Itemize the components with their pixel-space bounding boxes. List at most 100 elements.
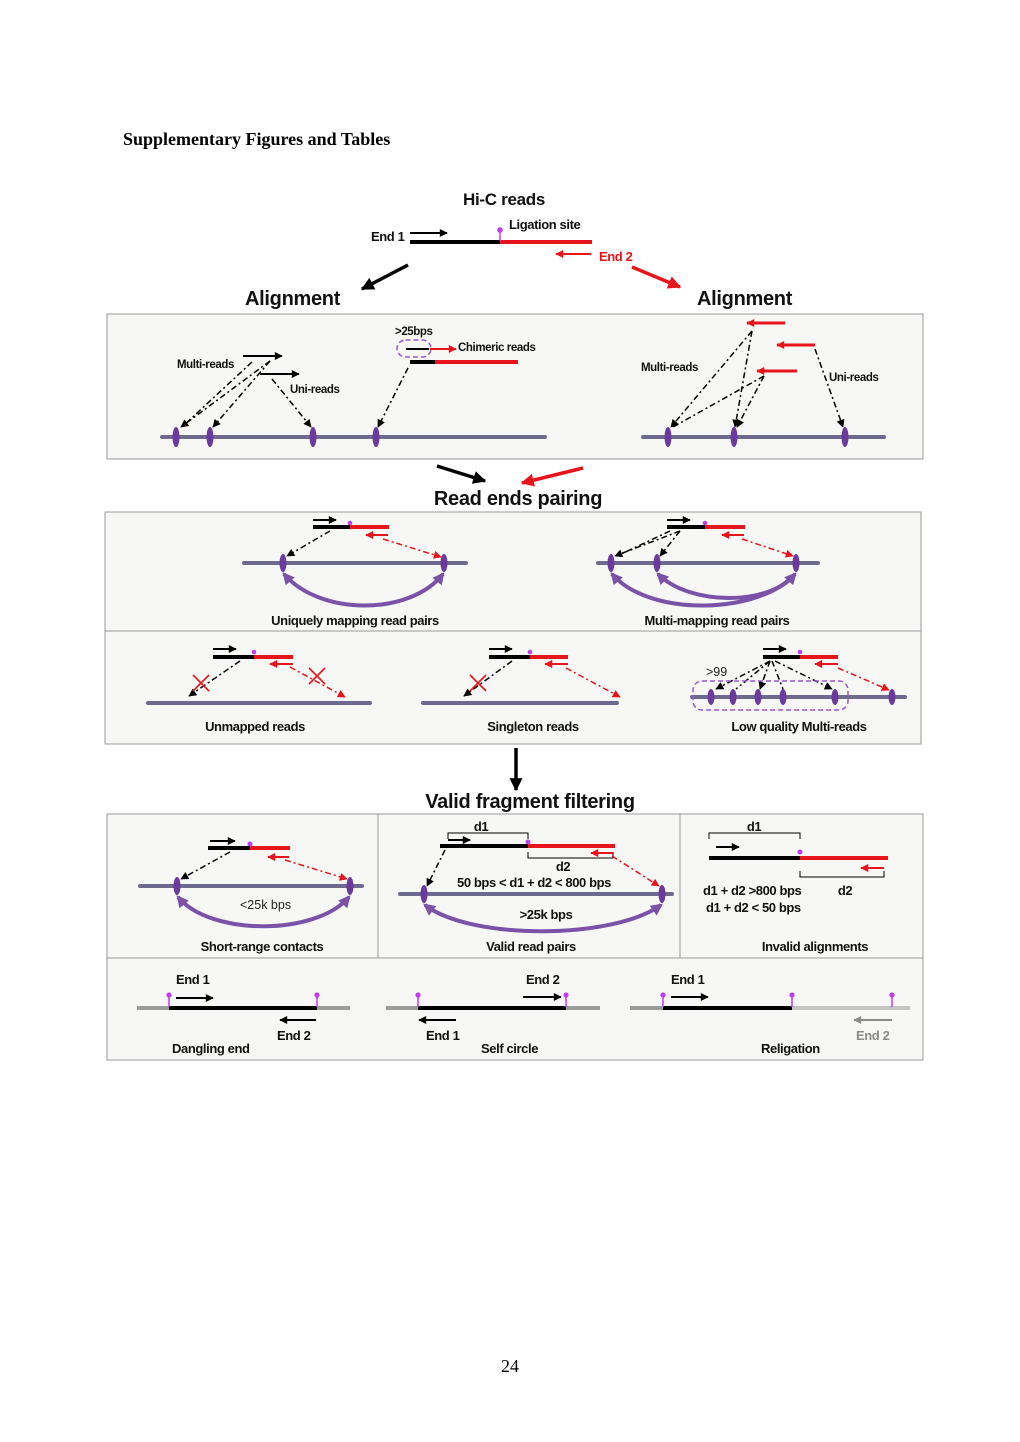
unmapped-cross-icon <box>192 674 210 692</box>
valid-distance-label: >25k bps <box>520 907 573 922</box>
contact-arc <box>423 903 663 934</box>
end1-map-line-3 <box>616 530 671 557</box>
multi-map-line-1 <box>180 360 271 428</box>
ligation-site-marker <box>797 649 803 655</box>
uni-reads-label: Uni-reads <box>829 372 878 384</box>
end2-map-line <box>741 538 794 558</box>
mapping-site <box>707 689 715 705</box>
end2-map-line <box>382 538 442 559</box>
mapping-site <box>420 885 428 903</box>
multi-map-line-4 <box>736 375 765 428</box>
end2-map-line <box>611 855 660 887</box>
ligation-site-marker <box>702 520 708 526</box>
multi-mapping-label: Multi-mapping read pairs <box>645 613 790 628</box>
to-end1-alignment-arrow <box>360 263 409 291</box>
alignment-title-left: Alignment <box>245 288 341 310</box>
short-range-distance-label: <25k bps <box>240 898 291 912</box>
mapping-site <box>173 877 181 895</box>
ligation-site-label: Ligation site <box>509 217 581 232</box>
mapping-site <box>440 554 448 572</box>
mapping-site <box>172 427 180 447</box>
d1-bracket <box>708 832 801 839</box>
mapping-site <box>754 689 762 705</box>
short-range-contacts-label: Short-range contacts <box>201 939 324 954</box>
mapping-site <box>372 427 380 447</box>
multi-reads-label: Multi-reads <box>641 362 698 374</box>
mapping-site <box>279 554 287 572</box>
alignment-title-right: Alignment <box>697 288 793 310</box>
chimeric-threshold-label: >25bps <box>395 326 433 338</box>
end2-alignment: Multi-reads Uni-reads <box>641 319 886 447</box>
end1-to-pairing-arrow <box>436 464 487 484</box>
mapping-site <box>831 689 839 705</box>
filtering-panel: <25k bps Short-range contacts d1 d2 50 b… <box>106 813 924 1061</box>
uni-reads-label: Uni-reads <box>290 384 339 396</box>
end2-to-pairing-arrow <box>520 466 584 487</box>
page-number: 24 <box>501 1356 519 1376</box>
restriction-site-marker <box>889 992 895 998</box>
religation-diagram: End 1 End 2 Religation <box>630 972 910 1056</box>
multi-hit-threshold-label: >99 <box>706 665 727 679</box>
ligation-site-marker <box>251 649 257 655</box>
end2-label: End 2 <box>526 972 560 987</box>
multi-hit-group-outline <box>692 680 849 711</box>
d2-label: d2 <box>556 859 571 874</box>
multi-map-line-3 <box>672 375 765 428</box>
mapping-site <box>664 427 672 447</box>
end2-map-line <box>289 666 346 698</box>
valid-read-pairs-diagram: d1 d2 50 bps < d1 + d2 < 800 bps >25k bp… <box>398 819 674 954</box>
ligation-site-marker <box>797 849 803 855</box>
dangling-end-label: Dangling end <box>172 1041 250 1056</box>
religation-label: Religation <box>761 1041 820 1056</box>
valid-distance-condition: 50 bps < d1 + d2 < 800 bps <box>457 875 611 890</box>
self-circle-label: Self circle <box>481 1041 538 1056</box>
end1-alignment: >25bps Chimeric reads Multi-reads Uni-re… <box>160 326 547 447</box>
restriction-site-marker <box>660 992 666 998</box>
unmapped-reads-label: Unmapped reads <box>205 719 305 734</box>
multi-mapping-diagram: Multi-mapping read pairs <box>596 516 820 628</box>
d1-label: d1 <box>474 819 489 834</box>
ligation-site-marker <box>247 841 253 847</box>
end1-map-line <box>463 660 513 697</box>
end1-map-line <box>286 530 331 557</box>
end1-map-line <box>426 849 446 887</box>
unmapped-cross-icon <box>469 674 487 692</box>
uniquely-mapping-diagram: Uniquely mapping read pairs <box>242 516 468 628</box>
low-quality-multi-reads-diagram: >99 Low quality Multi-reads <box>690 645 907 734</box>
multi-map-line-2 <box>212 360 271 428</box>
hic-reads-title: Hi-C reads <box>463 190 545 209</box>
uniquely-mapping-label: Uniquely mapping read pairs <box>271 613 439 628</box>
unmapped-reads-diagram: Unmapped reads <box>146 645 372 734</box>
ligation-site-marker <box>525 839 531 845</box>
chimeric-map-line <box>377 367 409 428</box>
read-ends-pairing-title: Read ends pairing <box>434 488 602 510</box>
unmapped-cross-icon <box>308 667 326 685</box>
ligation-site-marker <box>497 227 503 233</box>
self-circle-diagram: End 2 End 1 Self circle <box>386 972 600 1056</box>
invalid-alignments-label: Invalid alignments <box>762 939 868 954</box>
dangling-end-diagram: End 1 End 2 Dangling end <box>137 972 350 1056</box>
invalid-condition-low: d1 + d2 < 50 bps <box>706 900 801 915</box>
mapping-site <box>309 427 317 447</box>
end1-map-line-2 <box>659 530 681 557</box>
multi-map-line-2 <box>732 330 753 428</box>
pairing-box <box>104 511 922 745</box>
end1-map-line <box>771 660 784 690</box>
filtering-box <box>106 813 924 1061</box>
uni-map-line <box>271 378 312 428</box>
end1-map-line <box>758 660 771 690</box>
d2-bracket <box>527 852 614 859</box>
to-end2-alignment-arrow <box>631 265 682 289</box>
multi-reads-label: Multi-reads <box>177 359 234 371</box>
end1-map-line-1 <box>614 530 681 558</box>
valid-read-pairs-label: Valid read pairs <box>486 939 576 954</box>
mapping-site <box>730 427 738 447</box>
mapping-site <box>888 689 896 705</box>
restriction-site-marker <box>563 992 569 998</box>
valid-fragment-filtering-title: Valid fragment filtering <box>425 791 635 813</box>
mapping-site <box>729 689 737 705</box>
end1-map-line <box>774 660 833 690</box>
end2-label: End 2 <box>599 249 633 264</box>
contact-arc <box>176 895 351 929</box>
